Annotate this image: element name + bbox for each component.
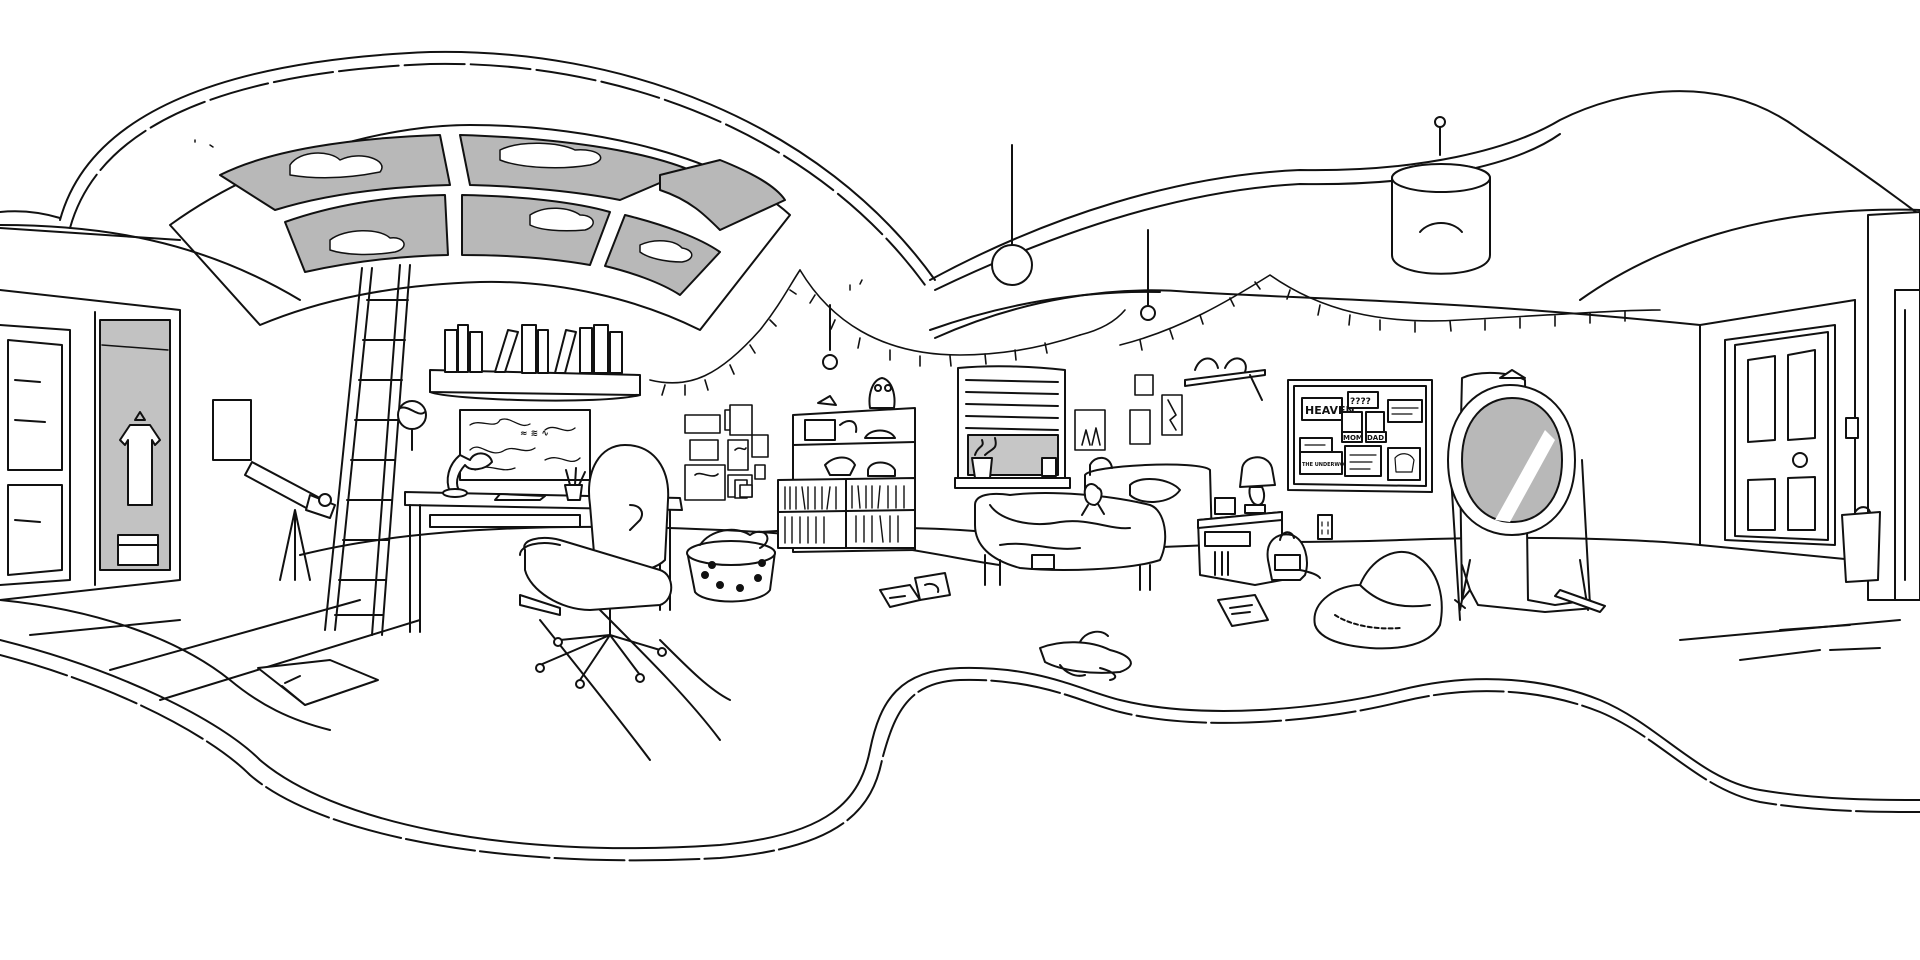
right-wall-shelf	[1184, 357, 1266, 401]
closet-shirt	[119, 424, 161, 506]
bookcase	[777, 377, 916, 553]
bookcase-books	[784, 485, 905, 544]
ceiling-arc	[59, 50, 936, 281]
floor-plush-toy	[1039, 641, 1132, 674]
corkboard-note-underworld: THE UNDERWORLD	[1302, 462, 1355, 468]
skylight	[169, 124, 791, 331]
ceiling-arc-right	[929, 90, 1920, 281]
ladder	[324, 264, 411, 636]
bedroom-door	[1724, 324, 1859, 546]
wall-art-cluster	[684, 404, 769, 501]
owl-figurine	[868, 377, 896, 409]
light-switch	[1845, 417, 1859, 439]
map-poster-label: ≈ ≋ ∿	[520, 429, 549, 439]
globe	[397, 400, 427, 451]
nightstand	[1197, 456, 1283, 586]
corkboard: HEAVEN ???? MOM DAD THE UNDERWORLD	[1287, 379, 1433, 493]
skylight-pane-3	[659, 159, 786, 231]
shelf-books	[444, 324, 623, 374]
fairy-light-bulbs	[661, 281, 1626, 396]
corkboard-note-dad: DAD	[1367, 434, 1384, 442]
chair-seat	[523, 537, 673, 611]
floor-clutter	[879, 572, 1269, 681]
standing-mirror	[1447, 369, 1606, 621]
closet	[0, 289, 252, 601]
closet-box	[117, 534, 159, 566]
wall-outlet	[1317, 514, 1333, 540]
far-right-wall	[1841, 211, 1920, 601]
backpack	[1266, 531, 1321, 581]
wastebasket	[1841, 511, 1881, 583]
office-chair	[519, 444, 673, 689]
room-shell	[0, 50, 1920, 862]
door-knob	[1792, 452, 1808, 468]
wall-frame-left	[212, 399, 252, 461]
pendant-globe-light	[822, 144, 1156, 370]
back-wall-top	[934, 289, 1701, 339]
plush-toy	[1083, 483, 1103, 506]
floor-outline	[0, 639, 1920, 850]
wall-frames-mid	[1074, 374, 1183, 451]
laundry-basket	[686, 528, 776, 603]
bed-blanket	[974, 492, 1167, 571]
desk-lamp	[446, 452, 493, 493]
floor-sketchbook	[1217, 594, 1269, 627]
wall-shelf	[429, 324, 641, 402]
desk-area: ≈ ≋ ∿	[404, 409, 683, 633]
table-lamp	[1239, 456, 1276, 488]
bed-pillow	[1129, 478, 1181, 503]
bed	[974, 456, 1213, 591]
floor-notebook-2	[914, 572, 951, 601]
drum-pendant-light	[1391, 116, 1491, 275]
floor-book-left	[257, 659, 379, 706]
corkboard-note-question: ????	[1350, 397, 1371, 407]
telescope	[244, 461, 336, 581]
window	[954, 365, 1071, 489]
alarm-clock	[1214, 497, 1236, 515]
mirror-glass	[1461, 397, 1563, 523]
skylight-pane-5	[461, 194, 611, 266]
corkboard-note-mom: MOM	[1343, 434, 1363, 442]
bean-bag	[1313, 550, 1443, 650]
baseboard-left	[299, 525, 1001, 566]
